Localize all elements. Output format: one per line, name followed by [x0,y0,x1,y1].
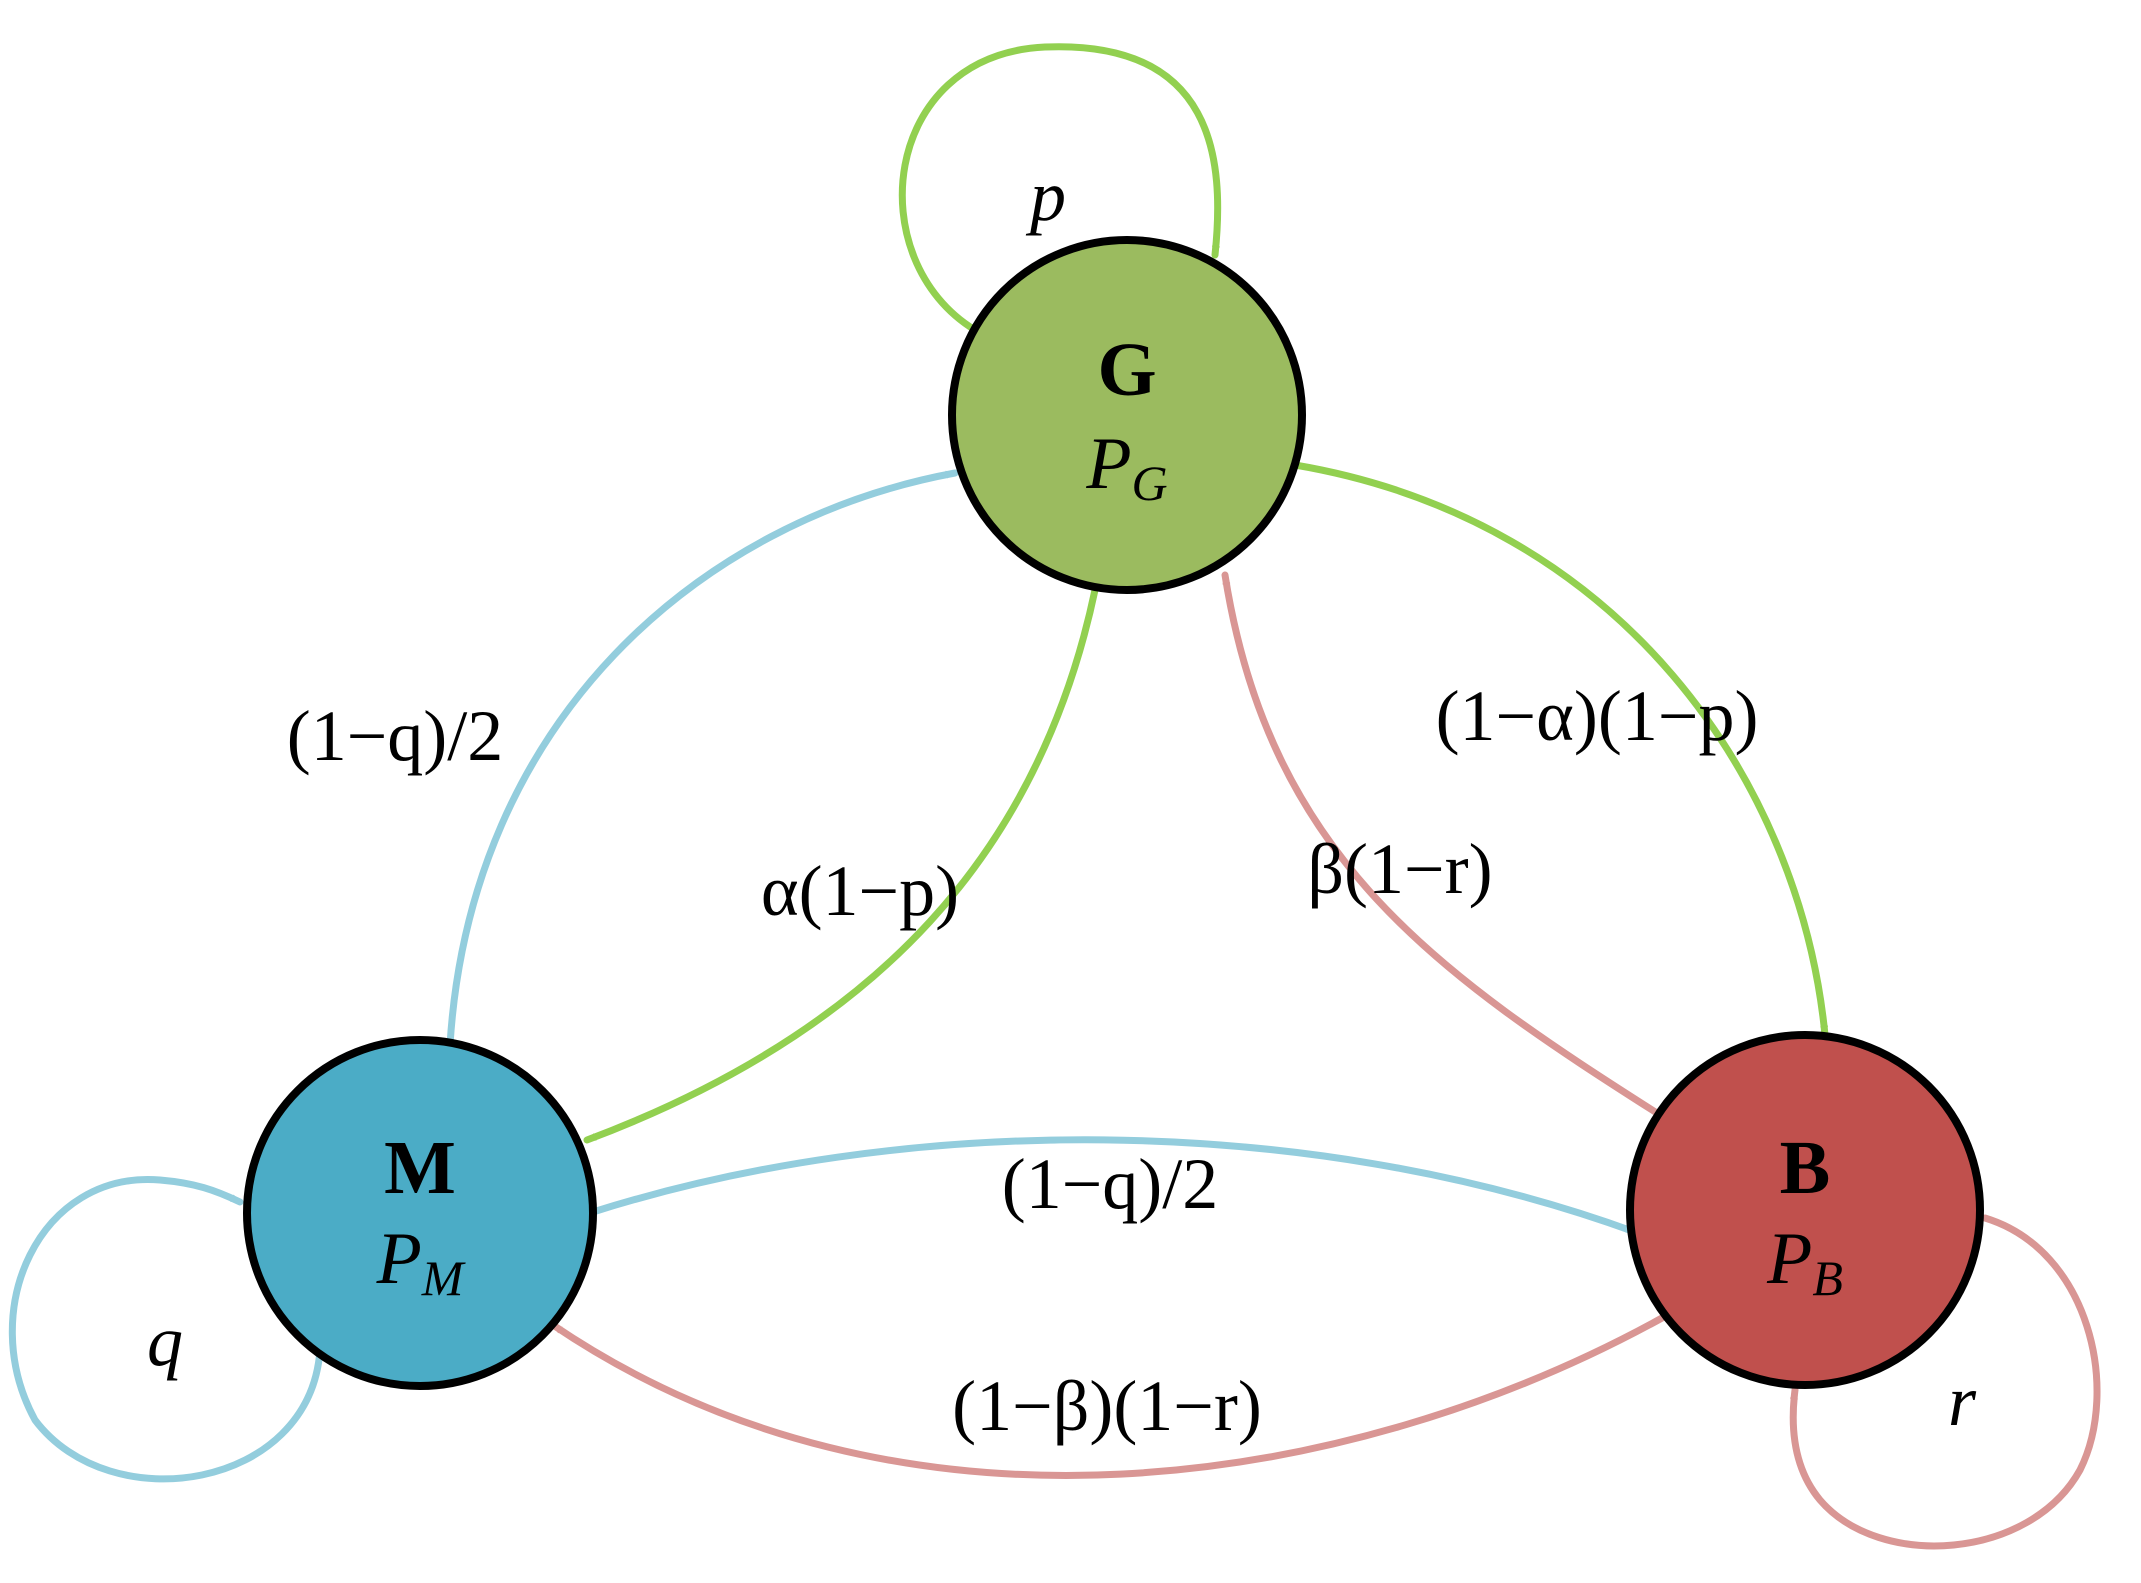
edge-g-to-b [1291,461,1829,1039]
edge-g-self-loop [898,43,1222,334]
edge-b-to-g [1221,571,1664,1119]
edge-m-to-g [446,469,959,1049]
label-g-to-m: α(1−p) [761,851,959,931]
label-g-self: p [1025,156,1066,236]
state-g: G PG [948,236,1306,594]
edge-b-to-m [549,1314,1666,1479]
edge-m-self-loop [8,1176,324,1483]
label-b-to-g: β(1−r) [1307,829,1492,909]
state-b: B PB [1626,1031,1984,1389]
label-m-self: q [147,1301,183,1381]
state-b-circle [1626,1031,1984,1389]
label-b-to-m: (1−β)(1−r) [952,1366,1262,1446]
label-b-self: r [1948,1361,1977,1441]
state-m-probability: PM [376,1218,466,1306]
label-m-to-g: (1−q)/2 [287,696,504,776]
state-b-probability: PB [1766,1218,1843,1306]
label-m-to-b: (1−q)/2 [1002,1144,1219,1224]
state-m: M PM [243,1036,597,1390]
state-g-probability: PG [1085,423,1167,511]
label-g-to-b: (1−α)(1−p) [1436,676,1759,756]
edge-g-to-m [583,586,1099,1144]
state-g-name: G [1097,328,1156,412]
state-m-name: M [384,1126,456,1210]
edge-b-self-loop [1789,1214,2101,1550]
state-g-circle [948,236,1306,594]
state-b-name: B [1780,1126,1831,1210]
state-m-circle [243,1036,597,1390]
edge-m-to-b [589,1136,1639,1236]
